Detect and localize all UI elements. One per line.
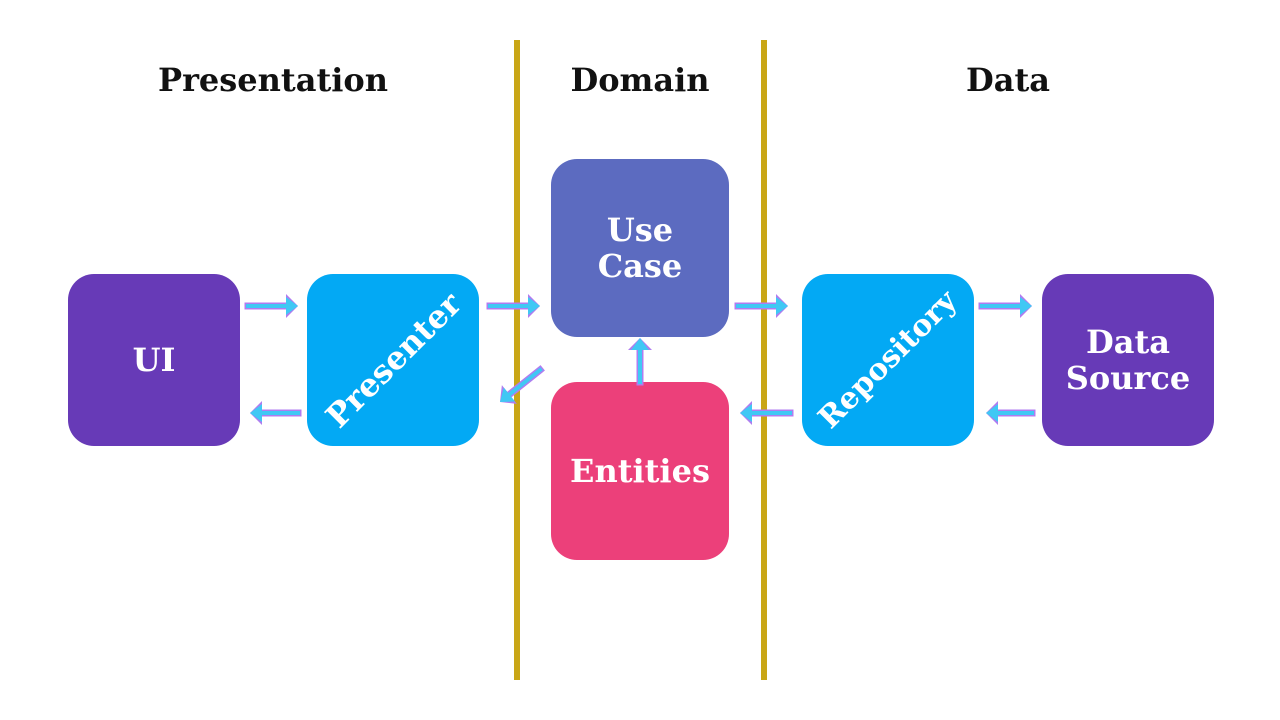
presenter-box: Presenter [307,274,479,446]
section-heading-data: Data [966,61,1050,99]
arrow-repository-to-entities [740,401,794,425]
repository-box: Repository [802,274,974,446]
use-case-label: Use Case [597,211,683,285]
arrow-use-case-to-repository [734,294,788,318]
arrow-use-case-to-presenter [500,365,545,404]
arrow-data-source-to-repository [986,401,1036,425]
arrow-presenter-to-ui [250,401,302,425]
divider-domain-data [761,40,767,680]
ui-box: UI [68,274,240,446]
data-source-label: Data Source [1065,323,1191,397]
arrow-repository-to-data-source [978,294,1032,318]
divider-presentation-domain [514,40,520,680]
arrow-presenter-to-use-case [486,294,540,318]
use-case-box: Use Case [551,159,729,337]
section-heading-presentation: Presentation [158,61,388,99]
arrow-entities-to-use-case [628,338,652,386]
entities-box: Entities [551,382,729,560]
ui-label: UI [132,341,176,379]
data-source-box: Data Source [1042,274,1214,446]
section-heading-domain: Domain [570,61,710,99]
arrow-ui-to-presenter [244,294,298,318]
entities-label: Entities [570,452,710,490]
